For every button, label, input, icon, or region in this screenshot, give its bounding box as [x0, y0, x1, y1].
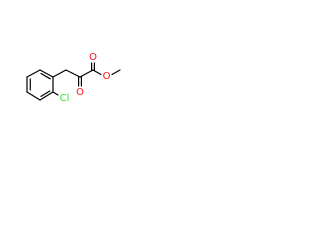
ring-double-bond-inner	[40, 90, 51, 98]
ketone-oxygen-label: O	[76, 87, 84, 98]
ring-double-bond-inner	[40, 72, 51, 80]
ring-bond	[39, 91, 54, 101]
aryl-ch2-bond	[52, 69, 67, 78]
ring-bond	[26, 91, 41, 101]
structure-diagram: O O O Cl	[0, 0, 152, 152]
aryl-chlorine-bond	[52, 91, 59, 96]
ch2-carbonyl-bond	[65, 69, 81, 78]
benzene-ring	[26, 69, 54, 101]
ring-bond	[39, 69, 54, 78]
ester-o-bond	[92, 69, 102, 76]
chlorine-label: Cl	[60, 93, 70, 104]
ester-carbonyl-oxygen-label: O	[89, 52, 97, 63]
molecule-drawing: O O O Cl	[26, 52, 121, 104]
ring-bond	[26, 69, 41, 78]
ester-oxygen-label: O	[103, 71, 111, 82]
o-methyl-bond	[111, 69, 121, 76]
carbonyl-ester-bond	[79, 69, 94, 78]
